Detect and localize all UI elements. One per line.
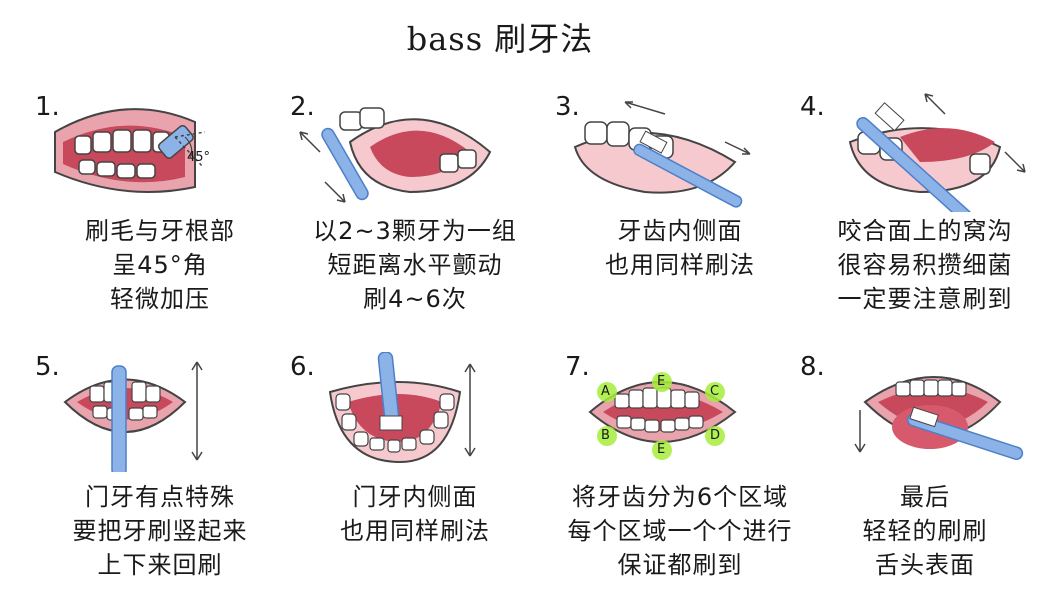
step-4-illustration bbox=[848, 93, 1026, 212]
step-3-illustration bbox=[573, 101, 751, 208]
caption-line: 轻微加压 bbox=[110, 285, 210, 313]
step-2: 2. 以2~3颗牙为一组 短距离水平颤动 刷4~6次 bbox=[290, 92, 540, 322]
caption-line: 保证都刷到 bbox=[617, 551, 743, 579]
step-caption: 刷毛与牙根部 呈45°角 轻微加压 bbox=[35, 214, 285, 316]
zone-label: B bbox=[601, 428, 610, 443]
caption-line: 将牙齿分为6个区域 bbox=[571, 483, 789, 511]
step-6: 6. 门牙内侧面 也用同样刷法 bbox=[290, 352, 540, 602]
step-number: 2. bbox=[290, 92, 315, 122]
step-number: 5. bbox=[35, 352, 60, 382]
caption-line: 刷毛与牙根部 bbox=[85, 217, 235, 245]
step-caption: 咬合面上的窝沟 很容易积攒细菌 一定要注意刷到 bbox=[800, 214, 1050, 316]
step-7-illustration bbox=[588, 372, 737, 460]
caption-line: 很容易积攒细菌 bbox=[837, 251, 1013, 279]
step-8: 8. 最后 轻轻的刷刷 舌头表面 bbox=[800, 352, 1050, 602]
caption-line: 门牙内侧面 bbox=[352, 483, 478, 511]
step-caption: 牙齿内侧面 也用同样刷法 bbox=[555, 214, 805, 282]
zone-label: D bbox=[710, 428, 721, 443]
step-3: 3. 牙齿内侧面 也用同样刷法 bbox=[555, 92, 805, 322]
caption-line: 刷4~6次 bbox=[363, 285, 467, 313]
step-1: 1. 45° 刷毛与牙根部 呈45°角 轻微加压 bbox=[35, 92, 285, 322]
zone-label: C bbox=[710, 384, 720, 399]
caption-line: 最后 bbox=[900, 483, 950, 511]
zone-label: E bbox=[657, 442, 666, 457]
step-caption: 门牙内侧面 也用同样刷法 bbox=[290, 480, 540, 548]
caption-line: 牙齿内侧面 bbox=[617, 217, 743, 245]
caption-line: 咬合面上的窝沟 bbox=[837, 217, 1013, 245]
caption-line: 短距离水平颤动 bbox=[327, 251, 503, 279]
step-6-illustration bbox=[328, 352, 476, 464]
step-number: 8. bbox=[800, 352, 825, 382]
caption-line: 也用同样刷法 bbox=[340, 517, 490, 545]
step-caption: 门牙有点特殊 要把牙刷竖起来 上下来回刷 bbox=[35, 480, 285, 582]
caption-line: 一定要注意刷到 bbox=[837, 285, 1013, 313]
page-title: bass 刷牙法 bbox=[406, 20, 594, 58]
caption-line: 要把牙刷竖起来 bbox=[72, 517, 248, 545]
caption-line: 每个区域一个个进行 bbox=[567, 517, 793, 545]
caption-line: 门牙有点特殊 bbox=[85, 483, 235, 511]
step-8-illustration bbox=[854, 376, 1024, 460]
step-number: 3. bbox=[555, 92, 580, 122]
step-7: 7. A E C B E D 将牙齿分为6个区域 每个区域一个个进行 保证都刷到 bbox=[565, 352, 815, 602]
caption-line: 舌头表面 bbox=[875, 551, 975, 579]
step-caption: 将牙齿分为6个区域 每个区域一个个进行 保证都刷到 bbox=[530, 480, 830, 582]
caption-line: 上下来回刷 bbox=[97, 551, 223, 579]
step-5: 5. 门牙有点特殊 要把牙刷竖起来 上下来回刷 bbox=[35, 352, 285, 602]
step-caption: 最后 轻轻的刷刷 舌头表面 bbox=[800, 480, 1050, 582]
step-number: 4. bbox=[800, 92, 825, 122]
step-number: 7. bbox=[565, 352, 590, 382]
caption-line: 呈45°角 bbox=[112, 251, 208, 279]
angle-label: 45° bbox=[187, 150, 211, 165]
caption-line: 也用同样刷法 bbox=[605, 251, 755, 279]
step-5-illustration bbox=[63, 361, 203, 472]
step-number: 6. bbox=[290, 352, 315, 382]
caption-line: 轻轻的刷刷 bbox=[862, 517, 988, 545]
step-caption: 以2~3颗牙为一组 短距离水平颤动 刷4~6次 bbox=[290, 214, 540, 316]
step-2-illustration bbox=[299, 107, 492, 203]
step-number: 1. bbox=[35, 92, 60, 122]
step-1-illustration bbox=[54, 108, 206, 193]
zone-label: E bbox=[657, 374, 666, 389]
zone-label: A bbox=[601, 384, 610, 399]
step-4: 4. 咬合面上的窝沟 很容易积攒细菌 一定要注意刷到 bbox=[800, 92, 1050, 322]
caption-line: 以2~3颗牙为一组 bbox=[313, 217, 517, 245]
